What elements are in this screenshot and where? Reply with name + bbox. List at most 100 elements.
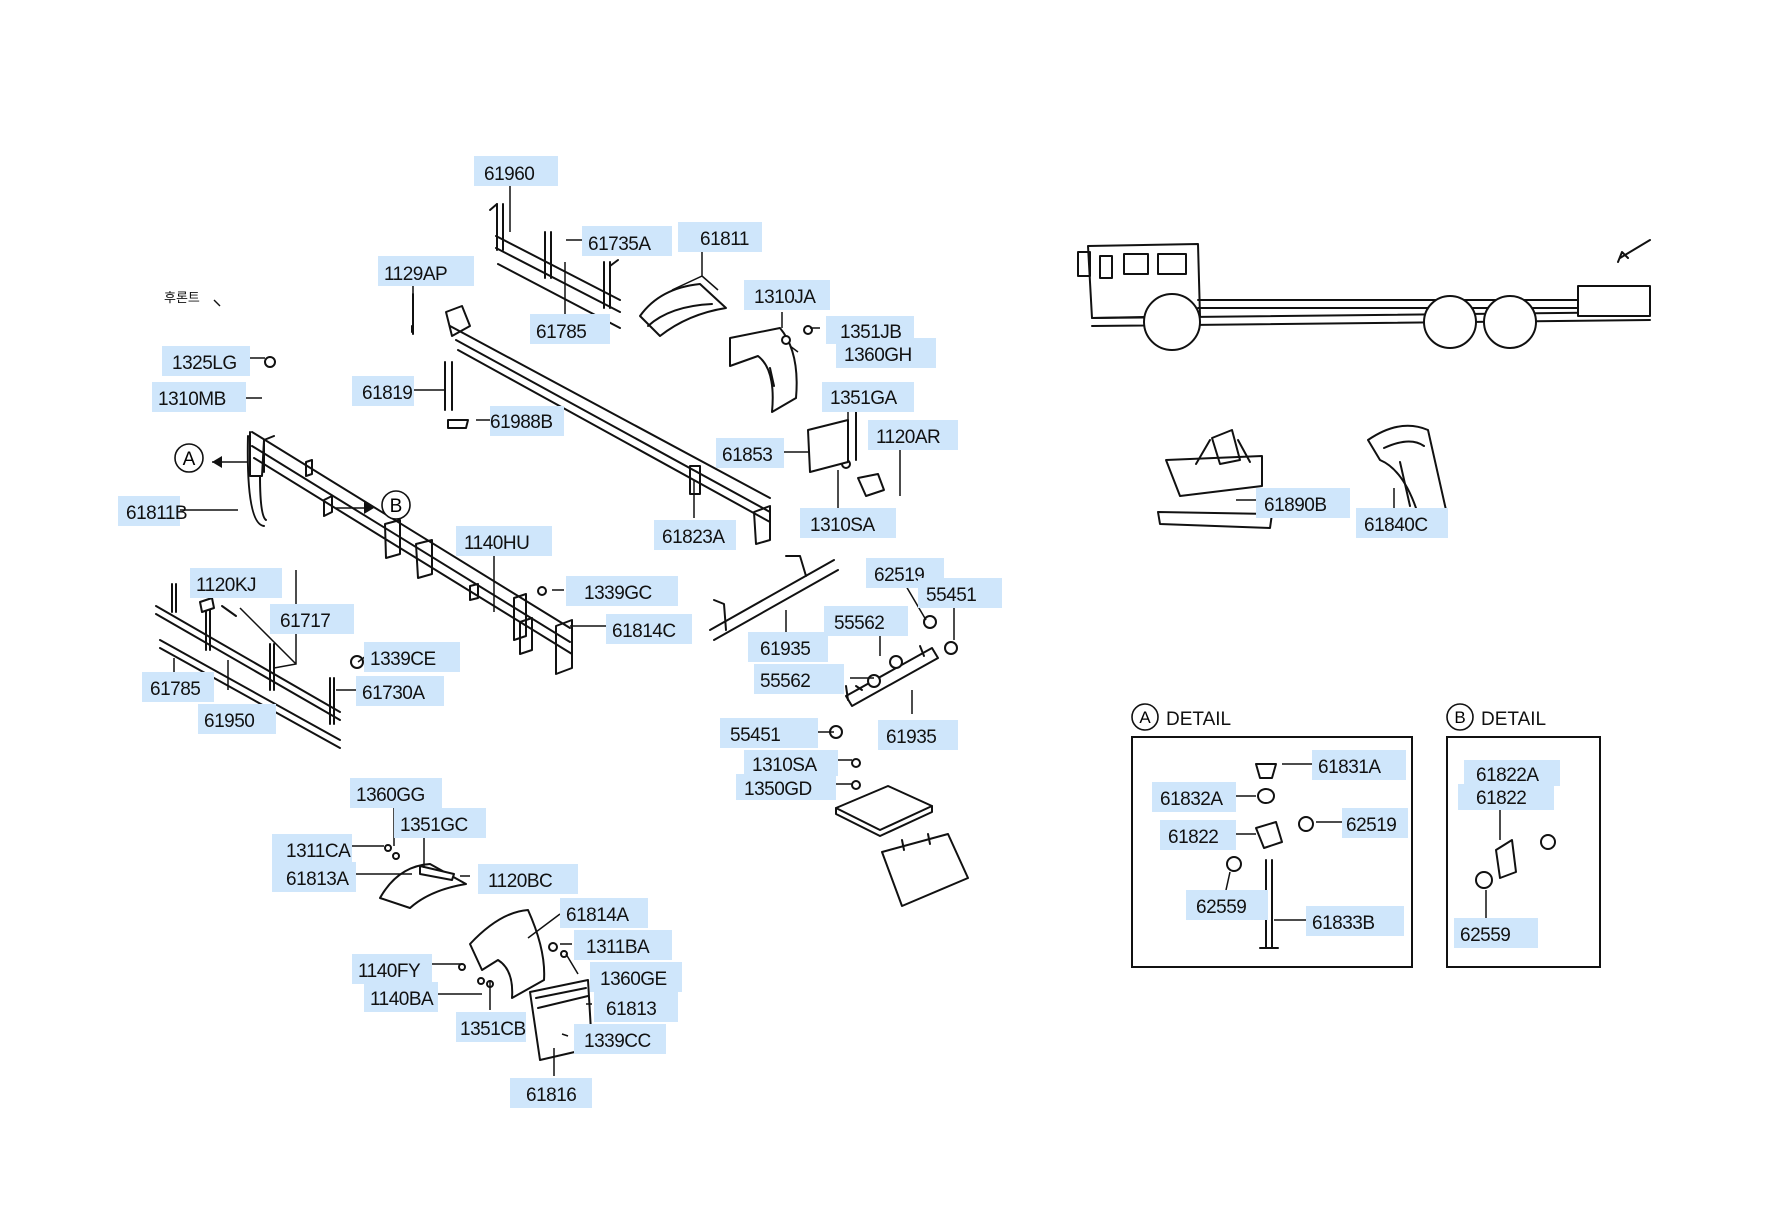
label-61785-left: 61785 — [142, 672, 214, 702]
label-61960-text: 61960 — [484, 164, 534, 185]
label-55451-top: 55451 — [918, 578, 1002, 608]
label-1360GE: 1360GE — [590, 962, 682, 992]
label-1120KJ-text: 1120KJ — [196, 575, 256, 596]
label-1140BA: 1140BA — [364, 982, 438, 1012]
label-detail-a-62559: 62559 — [1186, 890, 1268, 920]
label-1351JB-text: 1351JB — [840, 322, 901, 343]
label-61811B-text: 61811B — [126, 503, 187, 524]
label-61935-bot: 61935 — [878, 720, 958, 750]
label-detail-b-62559-text: 62559 — [1460, 925, 1510, 946]
detail-b-letter: B — [1454, 708, 1465, 727]
label-61811: 61811 — [678, 222, 762, 252]
callout-b: B — [336, 490, 411, 520]
main-frame-rails-drawing — [251, 305, 771, 675]
callout-a-letter: A — [183, 449, 196, 470]
front-note: 후론트 — [164, 290, 200, 305]
label-61814C-text: 61814C — [612, 621, 676, 642]
label-61950: 61950 — [198, 704, 276, 734]
lower-side-guard-drawing — [155, 583, 341, 749]
label-1310SA-bot: 1310SA — [744, 750, 838, 776]
bumper-61935-lower-drawing — [845, 645, 939, 707]
label-detail-a-62519-text: 62519 — [1346, 815, 1396, 836]
label-detail-a-62519: 62519 — [1342, 808, 1408, 838]
label-detail-a-62559-text: 62559 — [1196, 897, 1246, 918]
label-detail-a-61832A-text: 61832A — [1160, 789, 1223, 810]
label-1120AR-text: 1120AR — [876, 427, 940, 448]
label-1120BC: 1120BC — [478, 864, 578, 894]
label-1339GC: 1339GC — [566, 576, 678, 606]
label-1310SA-mid: 1310SA — [800, 508, 896, 538]
label-1350GD: 1350GD — [736, 774, 836, 800]
label-1140HU-text: 1140HU — [464, 533, 529, 554]
truck-overview-drawing — [1077, 239, 1651, 351]
bracket-61811B-drawing — [246, 431, 275, 527]
label-1120AR: 1120AR — [868, 420, 958, 450]
label-61814A-text: 61814A — [566, 905, 629, 926]
label-61717: 61717 — [270, 604, 354, 634]
label-detail-b-62559: 62559 — [1454, 918, 1538, 948]
label-detail-b-61822A-text: 61822A — [1476, 765, 1539, 786]
detail-b-box: B DETAIL — [1446, 703, 1601, 968]
label-61717-text: 61717 — [280, 611, 330, 632]
label-1350GD-text: 1350GD — [744, 779, 812, 800]
label-detail-a-61831A-text: 61831A — [1318, 757, 1381, 778]
label-1310SA-bot-text: 1310SA — [752, 755, 817, 776]
label-1351GA-text: 1351GA — [830, 388, 898, 409]
bumper-61935-upper-drawing — [709, 555, 839, 641]
label-55562-top: 55562 — [824, 606, 908, 636]
label-1360GH-text: 1360GH — [844, 345, 912, 366]
fender-61811-drawing — [639, 283, 727, 337]
label-1351GC-text: 1351GC — [400, 815, 468, 836]
label-detail-a-61833B: 61833B — [1306, 906, 1404, 936]
label-1325LG-text: 1325LG — [172, 353, 237, 374]
label-61813-text: 61813 — [606, 999, 656, 1020]
label-61819: 61819 — [352, 376, 414, 406]
label-1310MB-text: 1310MB — [158, 389, 226, 410]
fender-61813A-drawing — [379, 863, 467, 909]
label-61730A: 61730A — [356, 676, 444, 706]
label-1339CE: 1339CE — [364, 642, 460, 672]
label-detail-b-61822A: 61822A — [1464, 760, 1560, 786]
label-61814C: 61814C — [606, 614, 692, 644]
label-1339CC-text: 1339CC — [584, 1031, 651, 1052]
label-61816-text: 61816 — [526, 1085, 576, 1106]
label-61816: 61816 — [510, 1078, 592, 1108]
label-61960: 61960 — [474, 156, 558, 186]
label-61813: 61813 — [594, 992, 678, 1022]
label-1140FY: 1140FY — [352, 954, 432, 984]
label-61890B-text: 61890B — [1264, 495, 1327, 516]
label-61785-top: 61785 — [530, 314, 610, 344]
label-1351CB-text: 1351CB — [460, 1019, 526, 1040]
label-1311CA: 1311CA — [272, 834, 352, 864]
label-61890B: 61890B — [1256, 488, 1350, 518]
label-1339GC-text: 1339GC — [584, 583, 652, 604]
label-1360GG-text: 1360GG — [356, 785, 425, 806]
part-61890B-drawing — [1157, 429, 1273, 529]
label-1120KJ: 1120KJ — [190, 568, 282, 598]
label-61735A-text: 61735A — [588, 234, 651, 255]
label-detail-a-61822-text: 61822 — [1168, 827, 1218, 848]
label-1140FY-text: 1140FY — [358, 961, 421, 982]
label-detail-b-61822: 61822 — [1458, 784, 1554, 810]
fasteners-drawing — [221, 293, 958, 1043]
license-plate-bracket-drawing — [835, 785, 969, 907]
label-1140HU: 1140HU — [456, 526, 552, 556]
label-61935-bot-text: 61935 — [886, 727, 936, 748]
label-61840C: 61840C — [1356, 508, 1448, 538]
part-61840C-drawing — [1367, 424, 1447, 515]
label-61811B: 61811B — [118, 496, 188, 526]
label-detail-a-61822: 61822 — [1160, 820, 1236, 850]
label-55451-bot: 55451 — [720, 718, 818, 748]
detail-a-box: A DETAIL — [1131, 703, 1413, 968]
label-1310MB: 1310MB — [152, 382, 246, 412]
label-1311CA-text: 1311CA — [286, 841, 351, 862]
callout-a: A — [174, 443, 248, 473]
label-61823A: 61823A — [654, 520, 736, 550]
label-1310SA-mid-text: 1310SA — [810, 515, 875, 536]
label-1351CB: 1351CB — [456, 1012, 526, 1042]
label-61988B: 61988B — [490, 406, 564, 436]
label-1311BA-text: 1311BA — [586, 937, 650, 958]
callout-b-letter: B — [390, 496, 403, 517]
label-detail-a-61833B-text: 61833B — [1312, 913, 1375, 934]
